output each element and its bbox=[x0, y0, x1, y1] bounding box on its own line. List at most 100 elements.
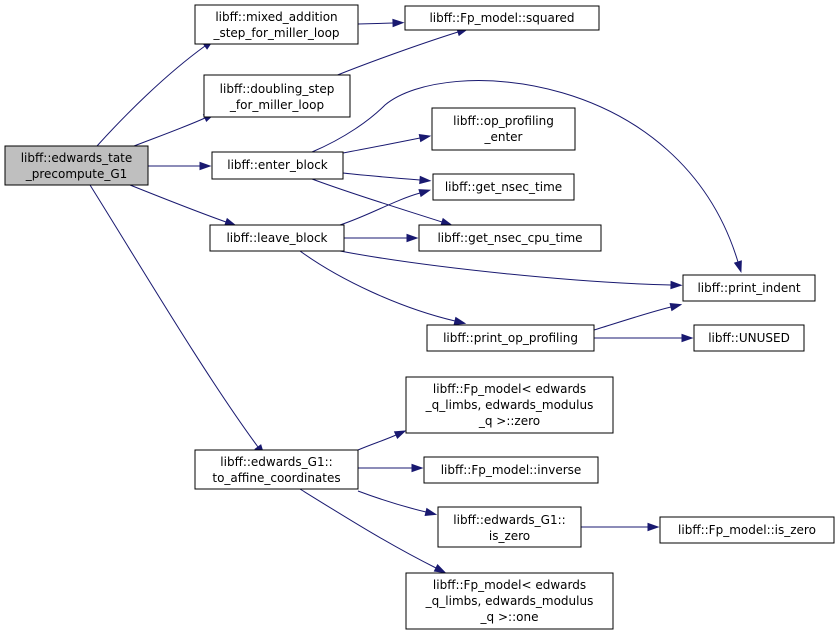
edge-line bbox=[339, 250, 672, 286]
arrowhead-icon bbox=[440, 217, 453, 226]
node-label-line: libff::mixed_addition bbox=[215, 10, 337, 24]
call-edge-enter-to-opprof_enter bbox=[342, 133, 432, 154]
arrowhead-icon bbox=[419, 175, 432, 185]
arrowhead-icon bbox=[647, 522, 660, 532]
node-label-line: _precompute_G1 bbox=[25, 167, 128, 181]
arrowhead-icon bbox=[392, 18, 405, 28]
call-edge-root-to-doubling bbox=[133, 113, 216, 147]
node-fp-model-inverse[interactable]: libff::Fp_model::inverse bbox=[423, 456, 599, 484]
call-edge-affine-to-fpone bbox=[299, 488, 447, 574]
node-label-line: _for_miller_loop bbox=[229, 98, 324, 112]
arrowhead-icon bbox=[224, 217, 237, 226]
call-edge-leave-to-nsec bbox=[339, 189, 432, 226]
node-label-line: libff::UNUSED bbox=[708, 331, 790, 345]
call-edge-g1iszero-to-fpiszero bbox=[581, 522, 660, 532]
edge-line bbox=[593, 306, 672, 331]
call-edge-affine-to-inverse bbox=[358, 463, 424, 473]
node-label-line: libff::print_op_profiling bbox=[443, 331, 578, 345]
arrowhead-icon bbox=[411, 463, 424, 473]
arrowhead-icon bbox=[418, 189, 432, 198]
node-mixed-addition-step[interactable]: libff::mixed_addition _step_for_miller_l… bbox=[194, 4, 359, 45]
edge-line bbox=[339, 192, 421, 226]
edge-line bbox=[342, 137, 421, 154]
arrowhead-icon bbox=[681, 333, 694, 343]
arrowhead-icon bbox=[424, 507, 438, 516]
arrowhead-icon bbox=[670, 280, 683, 290]
call-edge-printop-to-indent bbox=[593, 303, 683, 331]
node-label-line: libff::get_nsec_cpu_time bbox=[437, 231, 582, 245]
edge-line bbox=[334, 31, 459, 77]
node-label-line: libff::edwards_tate bbox=[21, 151, 133, 165]
node-label-line: libff::Fp_model< edwards bbox=[433, 382, 586, 396]
node-label-line: libff::edwards_G1:: bbox=[453, 513, 565, 527]
call-edge-affine-to-g1iszero bbox=[357, 490, 438, 516]
edge-line bbox=[96, 45, 206, 147]
call-edge-leave-to-indent bbox=[339, 250, 683, 290]
node-fp-model-one[interactable]: libff::Fp_model< edwards _q_limbs, edwar… bbox=[405, 572, 614, 630]
node-enter-block[interactable]: libff::enter_block bbox=[211, 151, 344, 180]
call-edge-root-to-mixed bbox=[96, 39, 215, 147]
edge-line bbox=[311, 178, 443, 223]
node-op-profiling-enter[interactable]: libff::op_profiling _enter bbox=[431, 107, 576, 151]
node-get-nsec-cpu-time[interactable]: libff::get_nsec_cpu_time bbox=[418, 224, 602, 252]
node-label-line: libff::op_profiling bbox=[453, 114, 554, 128]
node-print-op-profiling[interactable]: libff::print_op_profiling bbox=[426, 324, 595, 352]
edge-line bbox=[299, 488, 437, 569]
edge-line bbox=[129, 184, 227, 223]
node-label-line: libff::leave_block bbox=[226, 231, 327, 245]
call-edge-affine-to-fpzero bbox=[357, 430, 407, 451]
node-fp-model-is-zero[interactable]: libff::Fp_model::is_zero bbox=[659, 516, 835, 544]
node-label-line: _step_for_miller_loop bbox=[212, 26, 339, 40]
node-label-line: libff::Fp_model::is_zero bbox=[678, 523, 816, 537]
node-label-line: _q >::one bbox=[480, 610, 539, 624]
arrowhead-icon bbox=[418, 133, 432, 143]
edge-line bbox=[89, 184, 259, 448]
call-edge-enter-to-nsec bbox=[342, 172, 432, 185]
node-label-line: _q_limbs, edwards_modulus bbox=[425, 398, 594, 412]
call-edge-root-to-enter bbox=[148, 161, 212, 171]
node-edwards-g1-is-zero[interactable]: libff::edwards_G1:: is_zero bbox=[437, 506, 582, 548]
edge-line bbox=[133, 117, 206, 147]
edge-line bbox=[342, 172, 421, 181]
node-label-line: is_zero bbox=[489, 529, 530, 543]
node-label-line: libff::print_indent bbox=[697, 281, 800, 295]
call-edge-leave-to-printop bbox=[299, 250, 467, 325]
node-label-line: _q >::zero bbox=[478, 414, 540, 428]
edge-line bbox=[357, 434, 397, 451]
node-label-line: _q_limbs, edwards_modulus bbox=[425, 594, 594, 608]
node-label-line: libff::Fp_model::squared bbox=[429, 11, 574, 25]
arrowhead-icon bbox=[433, 564, 447, 574]
node-fp-model-squared[interactable]: libff::Fp_model::squared bbox=[404, 5, 600, 31]
node-label-line: libff::doubling_step bbox=[220, 82, 335, 96]
node-label-line: libff::Fp_model< edwards bbox=[433, 578, 586, 592]
node-label-line: libff::Fp_model::inverse bbox=[441, 463, 582, 477]
arrowhead-icon bbox=[199, 161, 212, 171]
call-edge-leave-to-cpu bbox=[344, 233, 419, 243]
node-label-line: _enter bbox=[483, 130, 522, 144]
node-get-nsec-time[interactable]: libff::get_nsec_time bbox=[432, 173, 575, 201]
arrowhead-icon bbox=[733, 260, 742, 274]
call-edge-mixed-to-squared bbox=[357, 18, 405, 28]
arrowhead-icon bbox=[406, 233, 419, 243]
node-label-line: to_affine_coordinates bbox=[212, 471, 340, 485]
node-leave-block[interactable]: libff::leave_block bbox=[209, 224, 345, 252]
node-label-line: libff::get_nsec_time bbox=[445, 180, 562, 194]
node-to-affine-coordinates[interactable]: libff::edwards_G1:: to_affine_coordinate… bbox=[194, 449, 359, 490]
edge-line bbox=[357, 22, 394, 25]
call-edge-root-to-leave bbox=[129, 184, 237, 226]
call-edge-printop-to-unused bbox=[594, 333, 694, 343]
node-label-line: libff::edwards_G1:: bbox=[220, 455, 332, 469]
edge-line bbox=[357, 490, 427, 513]
node-unused[interactable]: libff::UNUSED bbox=[693, 324, 805, 352]
call-edge-enter-to-cpu bbox=[311, 178, 453, 226]
node-edwards-tate-precompute-g1[interactable]: libff::edwards_tate _precompute_G1 bbox=[4, 145, 149, 186]
call-edge-enter-to-indent bbox=[311, 80, 742, 274]
arrowhead-icon bbox=[453, 316, 467, 325]
node-label-line: libff::enter_block bbox=[227, 158, 328, 172]
node-doubling-step[interactable]: libff::doubling_step _for_miller_loop bbox=[203, 74, 351, 118]
arrowhead-icon bbox=[393, 430, 407, 440]
node-fp-model-zero[interactable]: libff::Fp_model< edwards _q_limbs, edwar… bbox=[405, 376, 614, 434]
node-print-indent[interactable]: libff::print_indent bbox=[682, 274, 816, 302]
arrowhead-icon bbox=[669, 303, 683, 312]
